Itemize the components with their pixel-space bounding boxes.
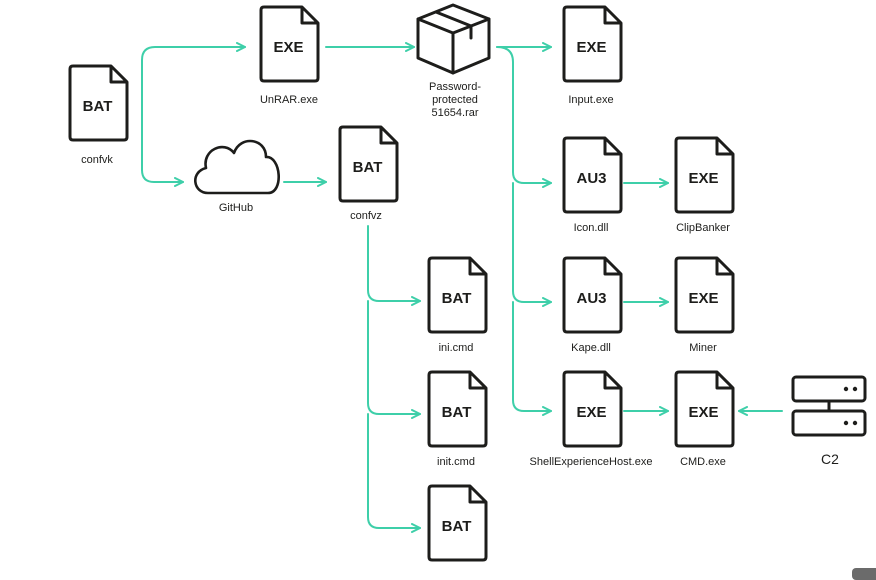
file-tag-clipbanker: EXE <box>688 170 718 187</box>
label-icon-dll: Icon.dll <box>573 222 609 234</box>
package-box-icon <box>416 3 491 75</box>
file-tag-confvk: BAT <box>83 98 113 115</box>
arrow-archive-to-icon-dll <box>496 46 552 188</box>
file-icon-miner: EXE <box>674 256 735 334</box>
file-icon-confvz: BAT <box>338 125 399 203</box>
arrow-confvk-to-unrar <box>141 42 246 171</box>
file-icon-bat5: BAT <box>427 484 488 562</box>
arrow-archive-to-shell <box>512 301 552 416</box>
label-archive-line-2: protected <box>432 94 478 106</box>
arrow-confvz-to-init-cmd <box>367 300 421 419</box>
file-tag-cmd: EXE <box>688 404 718 421</box>
file-tag-kape-dll: AU3 <box>576 290 606 307</box>
cloud-icon <box>194 139 280 195</box>
file-icon-kape-dll: AU3 <box>562 256 623 334</box>
arrow-confvk-to-github <box>141 99 184 187</box>
label-shell: ShellExperienceHost.exe <box>529 456 653 468</box>
file-tag-shell: EXE <box>576 404 606 421</box>
label-confvk: confvk <box>81 154 113 166</box>
file-icon-init-cmd: BAT <box>427 370 488 448</box>
server-icon <box>791 375 867 437</box>
label-confvz: confvz <box>350 210 382 222</box>
label-input: Input.exe <box>568 94 614 106</box>
label-init-cmd: init.cmd <box>437 456 475 468</box>
label-unrar: UnRAR.exe <box>259 94 319 106</box>
file-tag-input: EXE <box>576 39 606 56</box>
label-miner: Miner <box>689 342 717 354</box>
label-cmd: CMD.exe <box>680 456 726 468</box>
file-tag-bat5: BAT <box>442 518 472 535</box>
file-tag-init-cmd: BAT <box>442 404 472 421</box>
file-icon-icon-dll: AU3 <box>562 136 623 214</box>
file-icon-clipbanker: EXE <box>674 136 735 214</box>
label-c2: C2 <box>821 451 839 467</box>
label-github: GitHub <box>218 202 254 214</box>
file-icon-unrar: EXE <box>259 5 320 83</box>
file-icon-ini-cmd: BAT <box>427 256 488 334</box>
file-tag-ini-cmd: BAT <box>442 290 472 307</box>
arrow-confvz-to-bat5 <box>367 413 421 533</box>
label-ini-cmd: ini.cmd <box>438 342 474 354</box>
label-archive-line-3: 51654.rar <box>431 107 479 119</box>
file-tag-icon-dll: AU3 <box>576 170 606 187</box>
file-tag-miner: EXE <box>688 290 718 307</box>
label-kape-dll: Kape.dll <box>571 342 611 354</box>
label-archive-line-1: Password- <box>429 81 481 93</box>
arrow-confvz-to-ini-cmd <box>367 225 421 306</box>
file-icon-input: EXE <box>562 5 623 83</box>
file-icon-confvk: BAT <box>68 64 129 142</box>
file-tag-unrar: EXE <box>273 39 303 56</box>
arrow-archive-to-kape-dll <box>512 182 552 307</box>
label-clipbanker: ClipBanker <box>676 222 730 234</box>
file-tag-confvz: BAT <box>353 159 383 176</box>
corner-badge <box>852 568 876 580</box>
file-icon-cmd: EXE <box>674 370 735 448</box>
file-icon-shell: EXE <box>562 370 623 448</box>
